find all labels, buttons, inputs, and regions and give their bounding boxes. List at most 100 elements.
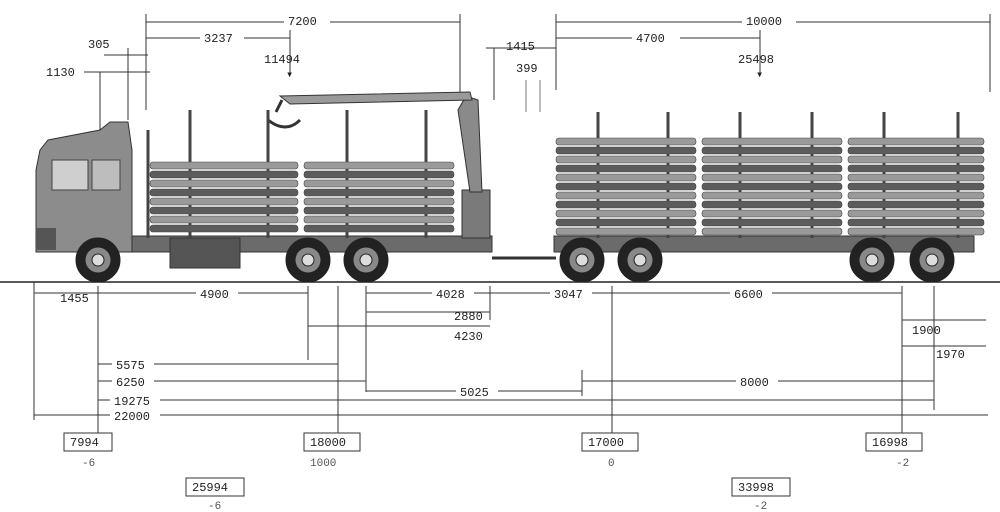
- log: [555, 155, 697, 164]
- crane-grapple: [267, 99, 302, 129]
- axle-load-2-value: 18000: [310, 436, 346, 450]
- axle-load-box-2: [303, 432, 361, 452]
- log: [555, 209, 697, 218]
- dim-25498: 25498: [738, 53, 774, 67]
- log: [847, 137, 985, 146]
- log: [847, 218, 985, 227]
- log: [149, 188, 299, 197]
- log: [555, 182, 697, 191]
- dim-11494: 11494: [264, 53, 300, 67]
- log: [555, 218, 697, 227]
- trailer: [553, 112, 985, 283]
- log: [847, 209, 985, 218]
- wheel: [575, 253, 589, 267]
- axle-load-box-3: [581, 432, 639, 452]
- log: [847, 164, 985, 173]
- log: [303, 179, 455, 188]
- log: [149, 179, 299, 188]
- axle-load-3-value: 17000: [588, 436, 624, 450]
- dim-2880: 2880: [454, 310, 483, 324]
- crane-column: [457, 95, 483, 193]
- axle-load-1-sub: -6: [82, 458, 95, 470]
- log: [303, 224, 455, 233]
- dim-10000: 10000: [746, 15, 782, 29]
- log: [847, 155, 985, 164]
- truck-wheels: [75, 237, 389, 283]
- dim-22000: 22000: [114, 410, 150, 424]
- log: [149, 224, 299, 233]
- log: [555, 146, 697, 155]
- log: [555, 191, 697, 200]
- top-dimension-labels: 7200 10000 305 3237 11494 ▾ 1130 1415 47…: [46, 12, 796, 82]
- truck-log-stack: [149, 161, 455, 233]
- axle-load-box-4: [865, 432, 923, 452]
- log: [149, 170, 299, 179]
- dim-6600: 6600: [734, 288, 763, 302]
- log: [847, 146, 985, 155]
- dim-399: 399: [516, 62, 538, 76]
- log: [149, 197, 299, 206]
- log: [701, 218, 843, 227]
- dim-1970: 1970: [936, 348, 965, 362]
- log: [303, 206, 455, 215]
- dim-305: 305: [88, 38, 110, 52]
- log: [701, 182, 843, 191]
- group-load-trailer-sub: -2: [754, 501, 767, 512]
- log: [303, 188, 455, 197]
- dim-1455: 1455: [60, 292, 89, 306]
- axle-load-3-sub: 0: [608, 458, 615, 470]
- marker-25498: ▾: [756, 68, 763, 82]
- group-load-box-trailer: [731, 477, 791, 497]
- trailer-wheels: [559, 237, 955, 283]
- axle-load-boxes: 7994 -6 18000 1000 17000 0 16998 -2: [63, 432, 923, 470]
- group-load-box-truck: [185, 477, 245, 497]
- log: [701, 209, 843, 218]
- log: [847, 191, 985, 200]
- log: [847, 227, 985, 236]
- wheel: [359, 253, 373, 267]
- wheel: [633, 253, 647, 267]
- log: [701, 191, 843, 200]
- dim-1900: 1900: [912, 324, 941, 338]
- log: [555, 173, 697, 182]
- log: [303, 215, 455, 224]
- group-load-truck-value: 25994: [192, 481, 228, 495]
- trailer-chassis: [553, 235, 975, 253]
- dim-19275: 19275: [114, 395, 150, 409]
- log: [149, 206, 299, 215]
- axle-load-4-value: 16998: [872, 436, 908, 450]
- cab-window: [51, 159, 89, 191]
- axle-load-box-1: [63, 432, 113, 452]
- log: [701, 200, 843, 209]
- dim-8000: 8000: [740, 376, 769, 390]
- wheel: [865, 253, 879, 267]
- crane-boom: [278, 91, 473, 105]
- group-load-trailer-value: 33998: [738, 481, 774, 495]
- fuel-tank: [169, 237, 241, 269]
- log: [149, 215, 299, 224]
- log: [303, 161, 455, 170]
- log: [847, 182, 985, 191]
- dim-6250: 6250: [116, 376, 145, 390]
- axle-load-2-sub: 1000: [310, 458, 336, 470]
- group-load-truck-sub: -6: [208, 501, 221, 512]
- dim-3047: 3047: [554, 288, 583, 302]
- dim-5575: 5575: [116, 359, 145, 373]
- dim-7200: 7200: [288, 15, 317, 29]
- dim-3237: 3237: [204, 32, 233, 46]
- trailer-log-stack: [555, 137, 985, 236]
- wheel: [301, 253, 315, 267]
- log: [701, 164, 843, 173]
- truck-bumper: [36, 228, 56, 250]
- log: [555, 227, 697, 236]
- log: [847, 173, 985, 182]
- dim-4900: 4900: [200, 288, 229, 302]
- log: [701, 137, 843, 146]
- log: [303, 197, 455, 206]
- wheel: [91, 253, 105, 267]
- wheel: [925, 253, 939, 267]
- truck: [35, 91, 493, 283]
- log: [701, 173, 843, 182]
- log: [701, 227, 843, 236]
